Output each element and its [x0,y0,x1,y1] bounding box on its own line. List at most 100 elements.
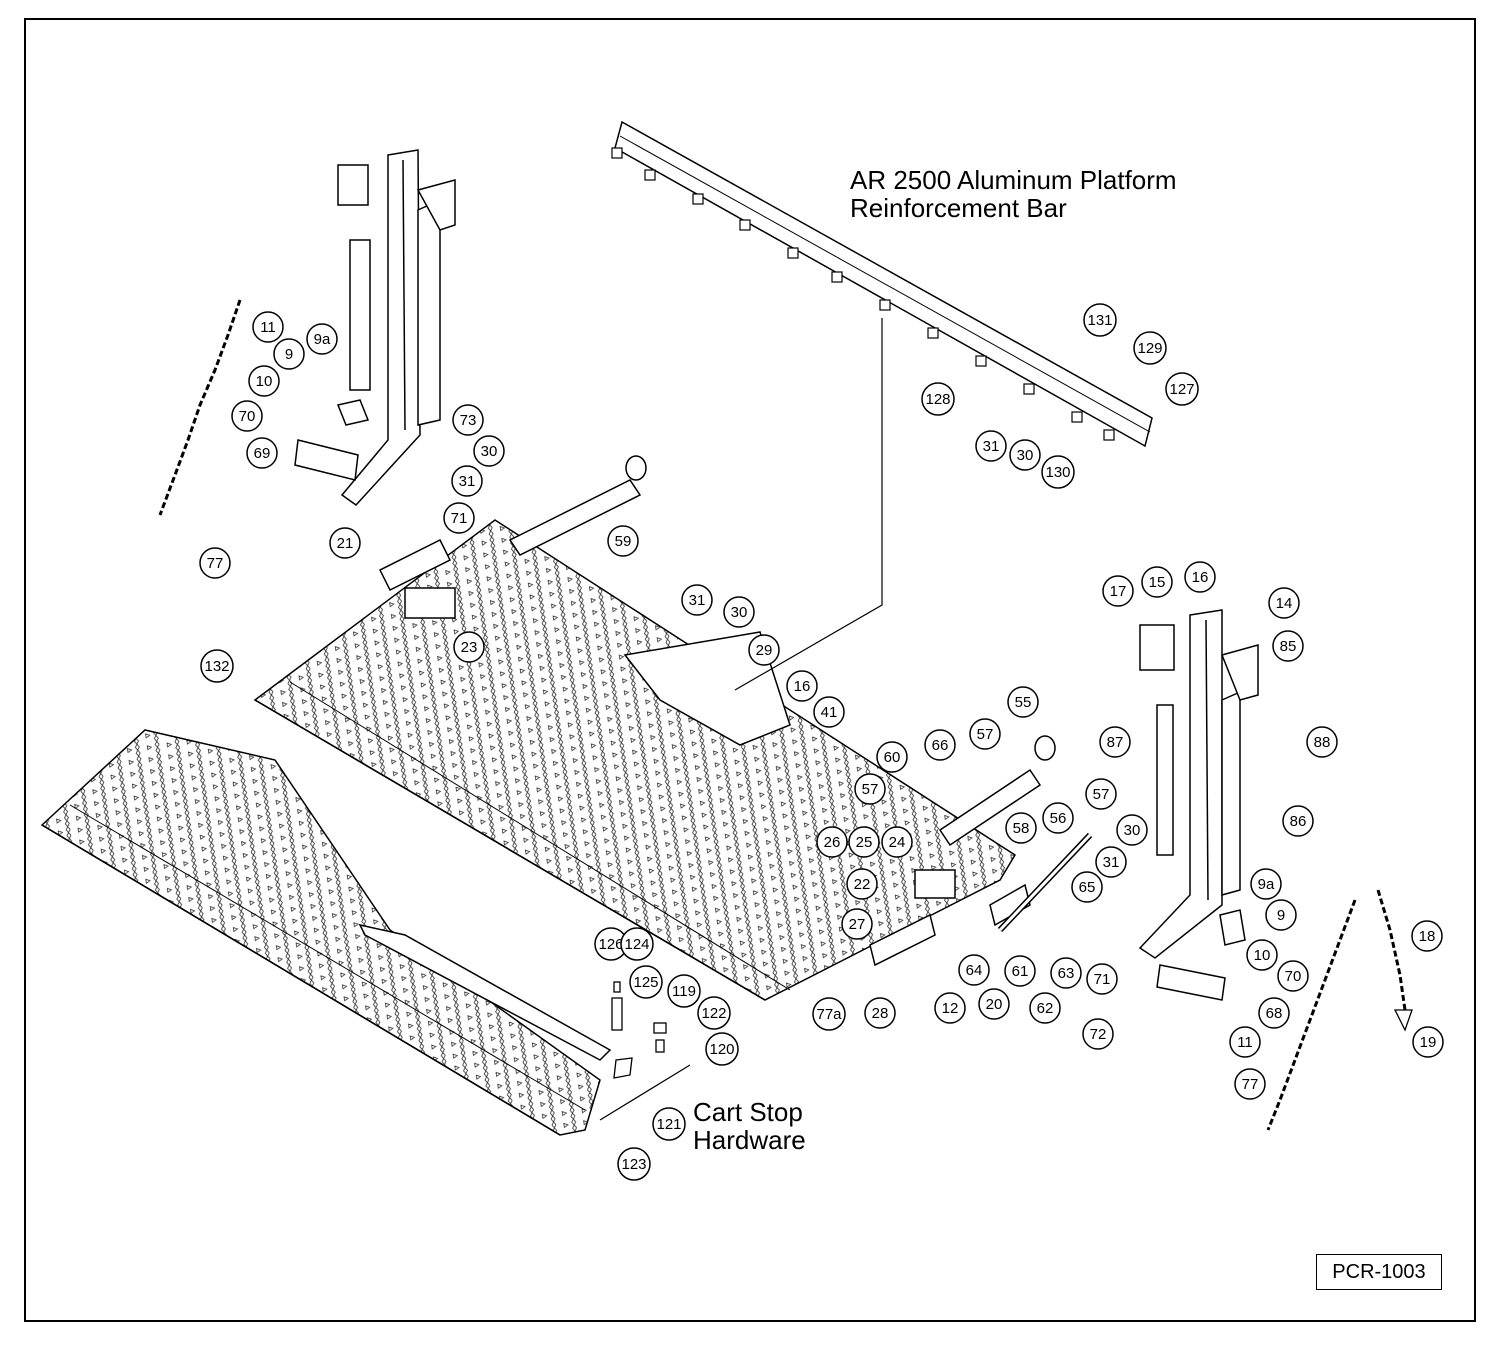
callout-circle [864,997,896,1029]
callout-12: 12 [934,992,966,1024]
chains [158,299,1413,1131]
callout-57: 57 [854,773,886,805]
callout-26: 26 [816,826,848,858]
callout-11: 11 [252,311,284,343]
callout-circle [1277,960,1309,992]
callout-circle [1234,1068,1266,1100]
callout-21: 21 [329,527,361,559]
callout-132: 132 [200,649,234,683]
callout-label: 9 [1277,907,1285,924]
callout-circle [620,927,654,961]
callout-circle [924,729,956,761]
callout-circle [848,826,880,858]
cart-stop-title-line2: Hardware [693,1125,806,1155]
callout-circle [1082,1018,1114,1050]
reinforcement-bar [614,120,1153,448]
callout-label: 120 [709,1041,734,1058]
callout-label: 56 [1050,810,1067,827]
callout-60: 60 [876,741,908,773]
callout-circle [1258,997,1290,1029]
callout-circle [452,404,484,436]
callout-label: 130 [1045,464,1070,481]
callout-16: 16 [1184,561,1216,593]
callout-circle [876,741,908,773]
callout-label: 66 [932,737,949,754]
callout-10: 10 [248,365,280,397]
callout-circle [443,502,475,534]
callout-label: 128 [925,391,950,408]
callout-label: 58 [1013,820,1030,837]
callout-label: 31 [459,473,476,490]
callout-55: 55 [1007,686,1039,718]
callout-label: 119 [672,983,696,1000]
callout-circle [652,1107,686,1141]
callout-130: 130 [1041,455,1075,489]
callout-22: 22 [846,868,878,900]
callout-circle [1184,561,1216,593]
callout-circle [921,382,955,416]
callout-circle [1086,963,1118,995]
callout-circle [1050,957,1082,989]
right-column [1138,609,1259,1001]
callout-circle [629,965,663,999]
callout-123: 123 [617,1147,651,1181]
folding-ramp-plate [40,729,612,1136]
callout-70: 70 [1277,960,1309,992]
callout-129: 129 [1133,331,1167,365]
callout-label: 122 [701,1005,726,1022]
callout-circle [273,338,305,370]
linkage-arms [378,455,1093,967]
callout-circle [975,430,1007,462]
callout-31: 31 [681,584,713,616]
callout-circle [1099,726,1131,758]
callout-label: 30 [481,443,498,460]
callout-label: 87 [1107,734,1124,751]
callout-66: 66 [924,729,956,761]
callout-86: 86 [1282,805,1314,837]
callout-circle [1133,331,1167,365]
callout-19: 19 [1412,1026,1444,1058]
callout-label: 23 [461,639,478,656]
callout-circle [841,908,873,940]
callout-label: 129 [1137,340,1162,357]
callout-circle [854,773,886,805]
callout-label: 57 [977,726,994,743]
callout-label: 55 [1015,694,1032,711]
callout-circle [617,1147,651,1181]
callout-label: 16 [1192,569,1209,586]
callout-label: 16 [794,678,811,695]
callout-73: 73 [452,404,484,436]
callout-circle [846,868,878,900]
callout-label: 61 [1012,963,1029,980]
callout-70: 70 [231,400,263,432]
callout-label: 65 [1079,879,1096,896]
callout-label: 127 [1169,381,1194,398]
callout-label: 121 [656,1116,681,1133]
callout-label: 73 [460,412,477,429]
callout-label: 22 [854,876,871,893]
callout-label: 15 [1149,574,1166,591]
callout-77: 77 [1234,1068,1266,1100]
callout-label: 86 [1290,813,1307,830]
callout-label: 125 [633,974,658,991]
callout-circle [248,365,280,397]
callout-label: 126 [598,936,623,953]
callout-18: 18 [1411,920,1443,952]
callout-label: 28 [872,1005,889,1022]
callout-64: 64 [958,954,990,986]
callout-circle [1265,899,1297,931]
callout-15: 15 [1141,566,1173,598]
callout-27: 27 [841,908,873,940]
callout-circle [453,631,485,663]
callout-circle [934,992,966,1024]
callout-65: 65 [1071,871,1103,903]
callout-41: 41 [813,696,845,728]
callout-circle [1009,439,1041,471]
callout-label: 77 [207,555,224,572]
callout-77a: 77a [812,997,846,1031]
callout-68: 68 [1258,997,1290,1029]
callout-label: 41 [821,704,838,721]
callout-circle [607,525,639,557]
callout-label: 27 [849,916,866,933]
